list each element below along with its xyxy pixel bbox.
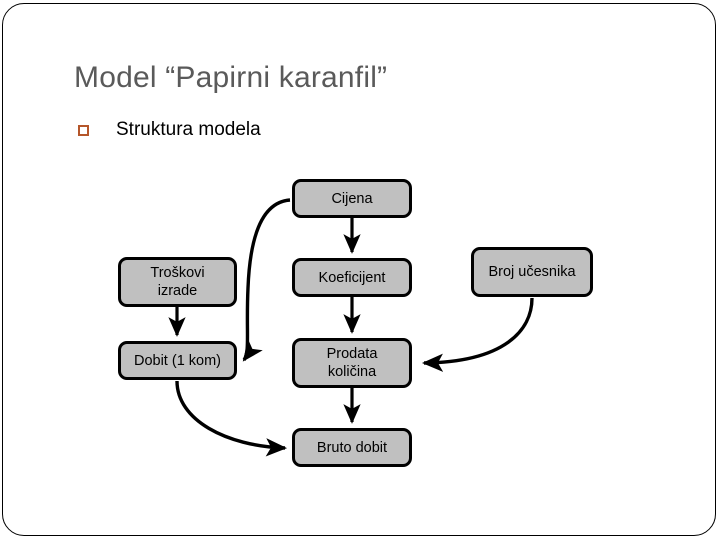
edge-broj-ucesnika-to-prodata-kolicina	[421, 297, 534, 372]
node-koeficijent[interactable]: Koeficijent	[292, 258, 412, 297]
node-dobit-1-kom[interactable]: Dobit (1 kom)	[118, 341, 237, 380]
bullet-item-label: Struktura modela	[116, 119, 261, 140]
node-troskovi-izrade[interactable]: Troškovi izrade	[118, 257, 237, 307]
edge-dobit-to-bruto-dobit	[175, 380, 288, 457]
node-broj-ucesnika[interactable]: Broj učesnika	[471, 247, 593, 297]
bullet-item-struktura-modela: Struktura modela	[78, 118, 261, 142]
edge-cijena-to-dobit	[242, 198, 291, 362]
hollow-square-bullet-icon	[78, 124, 89, 136]
node-bruto-dobit[interactable]: Bruto dobit	[292, 428, 412, 467]
node-prodata-kolicina[interactable]: Prodata količina	[292, 338, 412, 388]
page-title: Model “Papirni karanfil”	[74, 61, 388, 94]
node-cijena[interactable]: Cijena	[292, 179, 412, 218]
